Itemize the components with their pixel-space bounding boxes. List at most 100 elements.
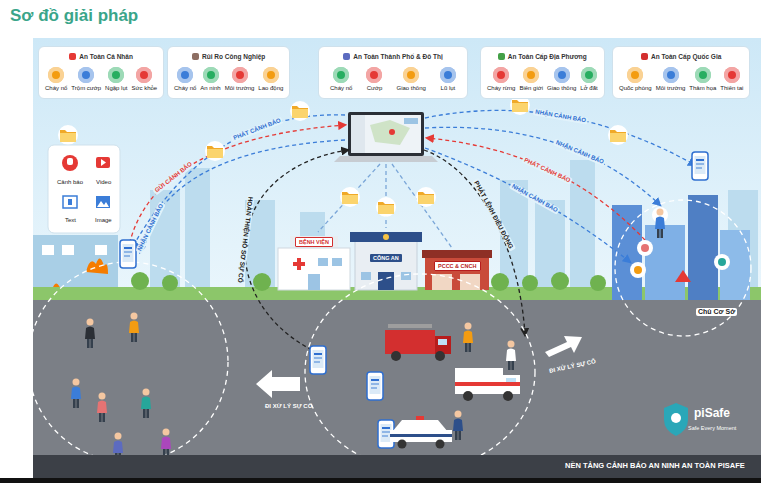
category-label: Cháy nổ (45, 85, 67, 91)
panel-heading: Rủi Ro Công Nghiệp (174, 53, 283, 60)
trees (131, 272, 149, 290)
category-item: Cháy nổ (330, 67, 352, 91)
ambulance (503, 391, 513, 401)
connector-lines (245, 150, 348, 350)
right-people (718, 258, 726, 266)
folders (416, 187, 436, 207)
police-station (361, 272, 371, 280)
trees (253, 273, 271, 291)
connector-lines (128, 125, 345, 250)
category-icon (177, 67, 193, 83)
category-item: Cháy nổ (45, 67, 67, 91)
category-icon (493, 67, 509, 83)
media-panel (96, 157, 110, 168)
category-item: An ninh (200, 67, 220, 91)
fire-truck (391, 351, 401, 361)
category-icon (581, 67, 597, 83)
people (463, 323, 473, 353)
skyline (150, 190, 180, 300)
category-icon (523, 67, 539, 83)
category-panel: An Toàn Thành Phố & Đô ThịCháy nổCướpGia… (318, 46, 468, 99)
category-item: Trộm cướp (71, 67, 101, 91)
category-item: Cháy rừng (487, 67, 515, 91)
right-people (641, 244, 649, 252)
category-item: Biên giới (519, 67, 543, 91)
hospital (278, 248, 350, 290)
media-panel (68, 199, 72, 205)
media-panel (48, 145, 120, 233)
category-label: Môi trường (225, 85, 255, 91)
police-station (350, 232, 422, 290)
connector-lines (318, 164, 380, 232)
zone-circles (28, 262, 228, 462)
road (33, 300, 761, 455)
people (141, 389, 151, 419)
panel-heading: An Toàn Cấp Địa Phương (487, 53, 598, 60)
ambulance (455, 368, 503, 394)
police-station (350, 232, 422, 242)
category-item: Lao động (258, 67, 283, 91)
phones (367, 372, 383, 400)
connector-lines (385, 164, 386, 228)
trees (491, 273, 509, 291)
media-panel (97, 201, 109, 207)
laptop (348, 112, 424, 156)
category-label: Môi trường (656, 85, 686, 91)
media-panel (48, 145, 120, 233)
category-icon (440, 67, 456, 83)
zone-circles (305, 274, 535, 470)
folders (290, 101, 310, 121)
folders (205, 141, 225, 161)
owner-label: Chủ Cơ Sở (696, 308, 737, 316)
police-car (390, 416, 452, 449)
category-label: Cháy rừng (487, 85, 515, 91)
building-sign: CÔNG AN (370, 254, 402, 262)
fire (86, 258, 108, 274)
bottom-edge (0, 478, 761, 483)
category-panel: An Toàn Cá NhânCháy nổTrộm cướpNgập lụtS… (38, 46, 164, 99)
category-item: Lở đất (580, 67, 597, 91)
heading-icon (343, 53, 350, 60)
media-panel (67, 158, 73, 165)
folders (58, 125, 78, 145)
media-panel (101, 159, 106, 166)
category-panel: An Toàn Cấp Quốc GiaQuốc phòngMôi trường… (612, 46, 750, 99)
fire-station (422, 250, 492, 258)
police-station (401, 272, 411, 280)
people (453, 411, 463, 441)
category-icon (333, 67, 349, 83)
category-icon (663, 67, 679, 83)
people (161, 429, 171, 459)
category-icon (627, 67, 643, 83)
logo (664, 403, 688, 436)
panel-title: An Toàn Cá Nhân (79, 53, 133, 60)
category-item: Thiên tai (720, 67, 743, 91)
laptop (334, 112, 438, 162)
media-panel (62, 155, 78, 171)
connector-lines (425, 148, 630, 262)
folders (608, 125, 628, 145)
laptop (351, 115, 365, 153)
hospital (318, 258, 328, 266)
people (71, 313, 516, 463)
trees (522, 275, 538, 291)
category-item: Giao thông (397, 67, 426, 91)
media-panel (63, 196, 77, 208)
media-label: Image (95, 217, 112, 224)
police-car (416, 416, 424, 420)
connector-lines (392, 164, 452, 248)
police-station (383, 234, 389, 240)
building-sign: BỆNH VIỆN (295, 237, 333, 247)
connector-lines (128, 110, 695, 350)
panel-heading: An Toàn Cá Nhân (45, 53, 157, 60)
category-item: Môi trường (656, 67, 686, 91)
category-icon (366, 67, 382, 83)
panel-title: An Toàn Thành Phố & Đô Thị (353, 53, 442, 60)
category-item: Quốc phòng (619, 67, 652, 91)
category-label: Ngập lụt (105, 85, 127, 91)
people (85, 319, 95, 349)
category-label: Giao thông (397, 85, 426, 91)
sign-text: PCCC & CNCH (438, 263, 477, 269)
footer-bar (33, 455, 761, 478)
